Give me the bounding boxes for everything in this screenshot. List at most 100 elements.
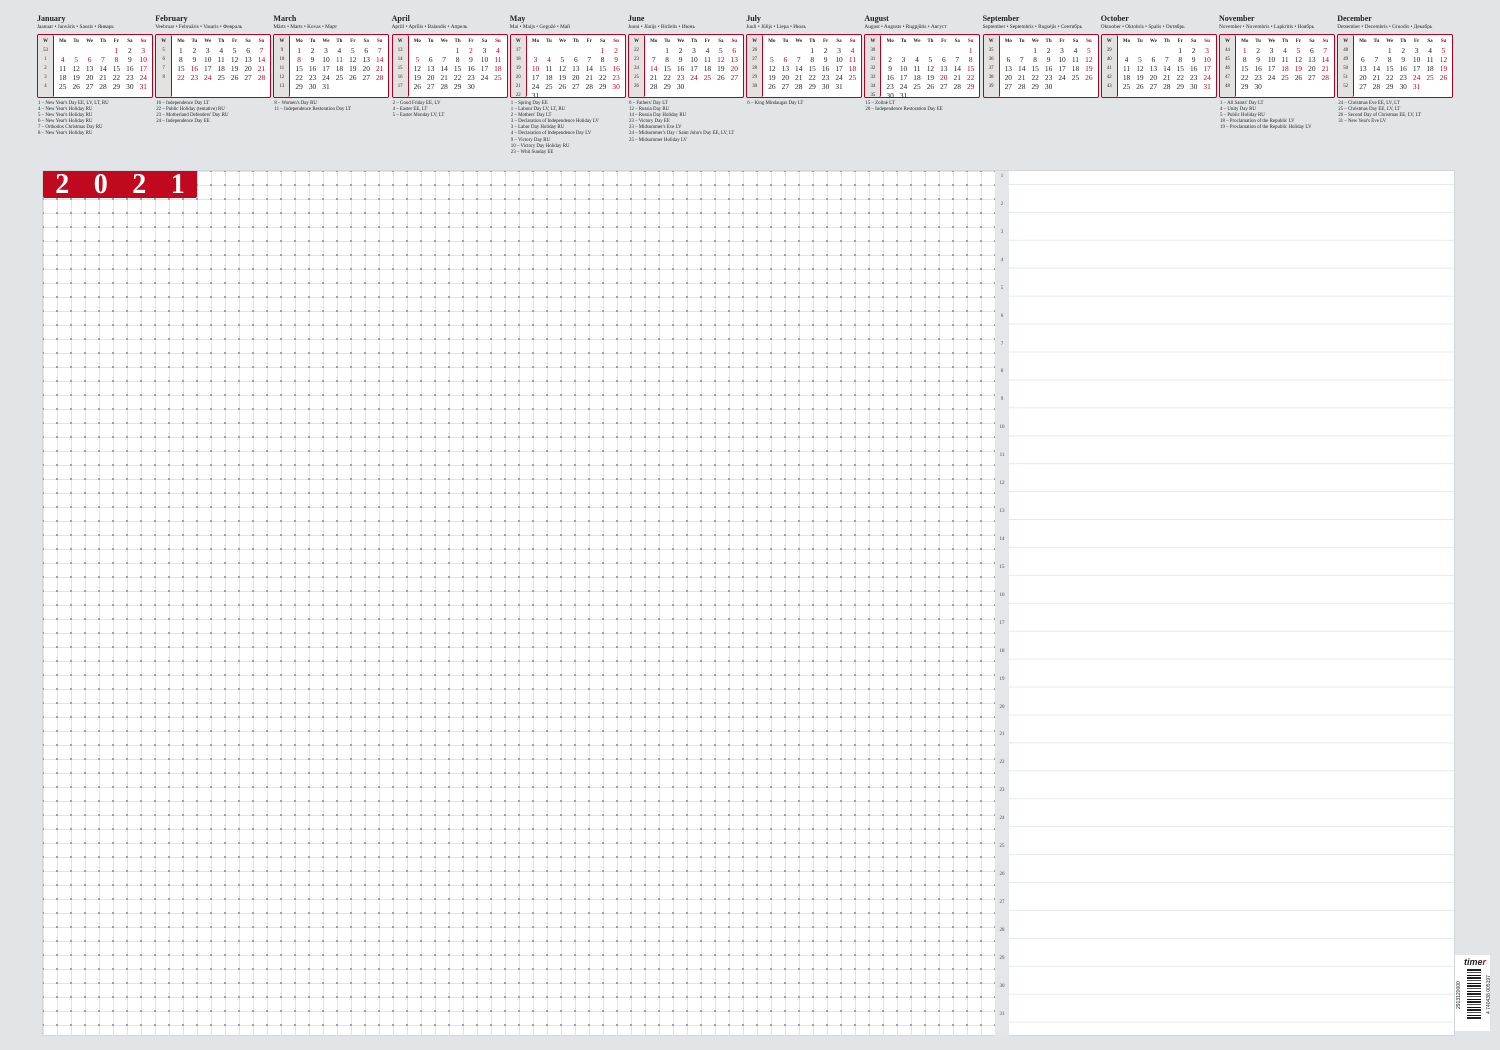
weekday-header: Su bbox=[967, 39, 974, 44]
holiday-item: 12 – Russia Day RU bbox=[629, 107, 670, 113]
weekday-header: Th bbox=[454, 39, 461, 44]
day-cell: 16 bbox=[1044, 64, 1053, 73]
day-cell: 18 bbox=[59, 73, 67, 82]
dotted-grid-area[interactable] bbox=[43, 171, 995, 1037]
week-number: 47 bbox=[1225, 75, 1230, 80]
holiday-item: 23 – Motherland Defenders' Day RU bbox=[156, 113, 229, 119]
week-label: W bbox=[161, 39, 167, 44]
weekday-header: Th bbox=[690, 39, 698, 44]
article-code: 2913120000 bbox=[1456, 981, 1462, 1009]
weekday-header: Sa bbox=[245, 39, 251, 44]
day-row-number: 17 bbox=[999, 620, 1005, 626]
week-number: 43 bbox=[1106, 84, 1112, 89]
day-cell: 10 bbox=[322, 55, 330, 64]
week-number: 45 bbox=[1225, 57, 1230, 62]
day-cell: 13 bbox=[572, 64, 580, 73]
day-cell: 6 bbox=[783, 55, 788, 64]
day-cell: 13 bbox=[781, 64, 790, 73]
day-cell: 22 bbox=[1031, 73, 1039, 82]
weekday-header: Fr bbox=[704, 39, 711, 44]
day-cell: 28 bbox=[795, 82, 803, 91]
empty-cell bbox=[1002, 46, 1015, 55]
week-number: 39 bbox=[988, 84, 994, 89]
day-cell: 26 bbox=[768, 82, 776, 91]
day-cell: 28 bbox=[1163, 82, 1171, 91]
day-cell: 25 bbox=[59, 82, 67, 91]
day-cell: 13 bbox=[1308, 55, 1316, 64]
day-cell: 16 bbox=[821, 64, 830, 73]
weekday-header: Mo bbox=[1359, 39, 1367, 44]
holiday-item: 25 – Christmas Day EE, LV, LT bbox=[1338, 107, 1401, 113]
day-row-number: 27 bbox=[999, 899, 1005, 905]
day-cell: 12 bbox=[717, 55, 725, 64]
day-cell: 2 bbox=[1046, 46, 1051, 55]
day-cell: 12 bbox=[230, 55, 239, 64]
holiday-item: 1 – Labour Day LV, LT, RU bbox=[510, 107, 566, 113]
day-cell: 15 bbox=[598, 64, 607, 73]
month-translations: Detsember • Decembris • Gruodis • Декабр… bbox=[1337, 24, 1433, 30]
day-cell: 28 bbox=[99, 82, 107, 91]
weekday-header: Sa bbox=[954, 39, 960, 44]
day-cell: 21 bbox=[257, 64, 266, 73]
day-cell: 1 bbox=[297, 46, 301, 55]
weekday-header: We bbox=[1149, 39, 1157, 44]
weekday-header: We bbox=[440, 39, 448, 44]
day-cell: 25 bbox=[217, 73, 225, 82]
weekday-header: Sa bbox=[363, 39, 369, 44]
holiday-item: 3 – Declaration of Independence Holiday … bbox=[510, 119, 599, 125]
holiday-item: 23 – Midsummer's Eve LV bbox=[629, 125, 682, 131]
day-cell: 16 bbox=[1254, 64, 1262, 73]
day-cell: 25 bbox=[1281, 73, 1289, 82]
empty-cell bbox=[1160, 46, 1173, 55]
weekday-header: Tu bbox=[73, 39, 79, 44]
day-cell: 2 bbox=[128, 46, 132, 55]
day-cell: 19 bbox=[1085, 64, 1093, 73]
day-row-number: 24 bbox=[999, 816, 1005, 822]
day-cell: 10 bbox=[1203, 55, 1211, 64]
day-cell: 6 bbox=[1151, 55, 1156, 64]
day-cell: 17 bbox=[139, 64, 147, 73]
day-cell: 23 bbox=[190, 73, 199, 82]
lined-notes-area[interactable] bbox=[1009, 171, 1454, 1037]
day-cell: 26 bbox=[1294, 73, 1303, 82]
week-label: W bbox=[279, 39, 285, 44]
weekday-header: Mo bbox=[650, 39, 658, 44]
day-cell: 24 bbox=[480, 73, 489, 82]
weekday-header: Fr bbox=[231, 39, 238, 44]
week-label: W bbox=[752, 39, 758, 44]
empty-cell bbox=[883, 46, 896, 55]
week-number: 11 bbox=[279, 66, 285, 71]
day-cell: 23 bbox=[676, 73, 685, 82]
week-number: 1 bbox=[44, 57, 47, 62]
day-cell: 26 bbox=[717, 73, 725, 82]
weekday-header: Th bbox=[1163, 39, 1170, 44]
day-cell: 11 bbox=[545, 64, 553, 73]
day-cell: 6 bbox=[941, 55, 946, 64]
day-cell: 15 bbox=[112, 64, 121, 73]
day-cell: 20 bbox=[730, 64, 738, 73]
day-row-number: 14 bbox=[999, 536, 1005, 542]
day-cell: 20 bbox=[362, 64, 370, 73]
day-cell: 11 bbox=[848, 55, 857, 64]
day-row-number: 15 bbox=[999, 564, 1005, 570]
day-cell: 18 bbox=[913, 73, 921, 82]
day-cell: 21 bbox=[953, 73, 961, 82]
day-cell: 12 bbox=[413, 64, 421, 73]
empty-cell bbox=[937, 46, 950, 55]
day-cell: 26 bbox=[72, 82, 80, 91]
day-cell: 16 bbox=[1399, 64, 1407, 73]
holiday-item: 2 – Good Friday EE, LV bbox=[392, 101, 441, 106]
day-row-number: 12 bbox=[999, 481, 1005, 487]
day-row-number: 9 bbox=[1000, 397, 1004, 403]
day-cell: 9 bbox=[823, 55, 828, 64]
month-translations: August • Augusts • Rugpjūtis • Август bbox=[864, 24, 947, 30]
empty-cell bbox=[792, 46, 805, 55]
day-cell: 10 bbox=[480, 55, 489, 64]
